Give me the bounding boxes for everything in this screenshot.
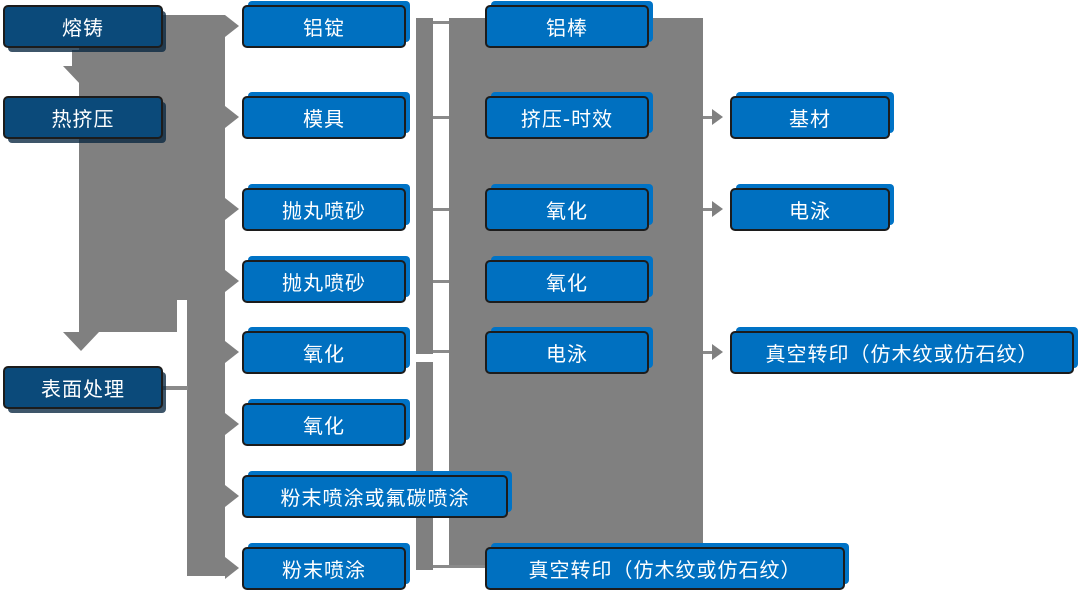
arrow-to-oxidation-2-icon — [225, 413, 239, 435]
connector-stub-row3 — [433, 208, 449, 211]
arrow-shaft-to-substrate — [703, 116, 712, 119]
node-extrusion-aging: 挤压-时效 — [485, 96, 649, 139]
connector-left-trunk-lower — [79, 300, 177, 332]
arrow-to-powder-fluorocarbon-icon — [225, 485, 239, 507]
node-surface-treatment: 表面处理 — [3, 366, 163, 409]
node-powder-coating: 粉末喷涂 — [242, 547, 406, 590]
node-powder-or-fluorocarbon-coating: 粉末喷涂或氟碳喷涂 — [242, 475, 508, 518]
connector-left-bar-lower — [187, 300, 225, 576]
node-vacuum-transfer-bottom: 真空转印（仿木纹或仿石纹） — [485, 547, 845, 590]
node-shot-blasting-2: 抛丸喷砂 — [242, 260, 406, 303]
arrow-to-shot-blasting-1-icon — [225, 198, 239, 220]
node-aluminum-rod: 铝棒 — [485, 5, 649, 48]
node-mold: 模具 — [242, 96, 406, 139]
arrow-to-vacuum-transfer-icon — [712, 344, 723, 360]
arrow-shaft-melt-to-extrusion — [72, 50, 90, 67]
arrow-to-substrate-icon — [712, 109, 723, 125]
node-oxidation-4: 氧化 — [485, 260, 649, 303]
node-substrate: 基材 — [730, 96, 890, 139]
connector-stub-row2 — [433, 116, 449, 119]
connector-stub-row5 — [433, 350, 449, 353]
arrow-to-mold-icon — [225, 106, 239, 128]
arrow-to-electrophoresis-icon — [712, 201, 723, 217]
arrow-to-aluminum-ingot-icon — [225, 15, 239, 37]
connector-mid-bar-bottom — [416, 362, 433, 570]
arrow-down-to-hot-extrusion-icon — [63, 66, 99, 85]
arrow-to-oxidation-1-icon — [225, 341, 239, 363]
node-vacuum-transfer-right: 真空转印（仿木纹或仿石纹） — [730, 331, 1074, 374]
arrow-to-powder-coating-icon — [225, 557, 239, 579]
node-electrophoresis-2: 电泳 — [730, 188, 890, 231]
node-aluminum-ingot: 铝锭 — [242, 5, 406, 48]
node-melt-casting: 熔铸 — [3, 5, 163, 48]
arrow-to-shot-blasting-2-icon — [225, 270, 239, 292]
node-shot-blasting-1: 抛丸喷砂 — [242, 188, 406, 231]
node-oxidation-2: 氧化 — [242, 403, 406, 446]
node-hot-extrusion: 热挤压 — [3, 96, 163, 139]
node-electrophoresis-1: 电泳 — [485, 331, 649, 374]
arrow-shaft-to-electrophoresis — [703, 208, 712, 211]
connector-stub-bottom-vacuum — [433, 565, 487, 568]
connector-stub-row4 — [433, 280, 449, 283]
connector-mid-bar-top — [416, 18, 433, 354]
node-oxidation-1: 氧化 — [242, 331, 406, 374]
node-oxidation-3: 氧化 — [485, 188, 649, 231]
connector-surface-treatment-link — [163, 386, 188, 390]
arrow-down-to-surface-treatment-icon — [63, 332, 99, 351]
connector-stub-row1 — [433, 21, 449, 24]
connector-left-trunk-top — [79, 15, 225, 300]
arrow-shaft-to-vacuum-transfer — [703, 351, 712, 354]
